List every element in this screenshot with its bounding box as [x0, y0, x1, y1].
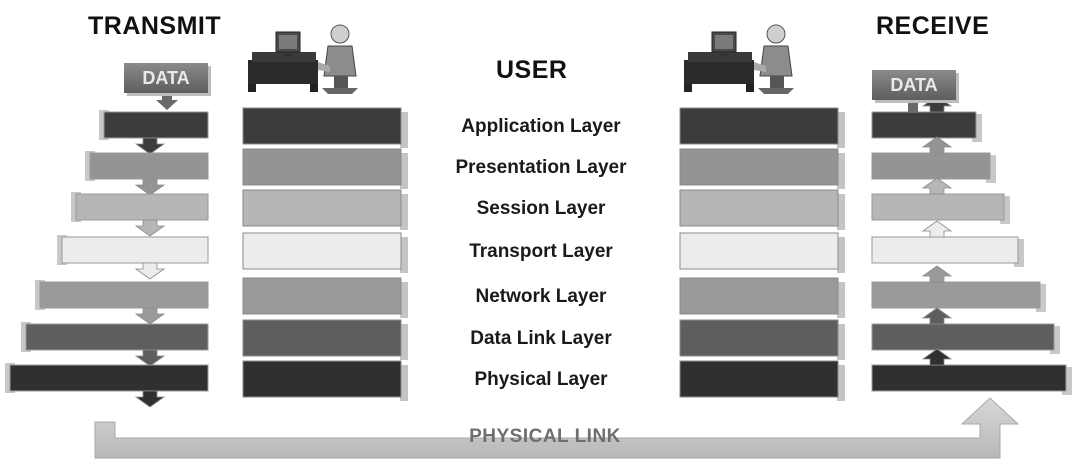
transmit-bar [99, 110, 209, 155]
layer-block-transmit [242, 232, 408, 273]
receive-bar [871, 348, 1072, 395]
up-arrow-icon [921, 307, 953, 325]
physical-link-arrow [94, 397, 1020, 459]
layer-block-transmit [242, 107, 408, 148]
receive-stack [871, 95, 1072, 395]
receive-bar [871, 265, 1046, 312]
up-arrow-icon [921, 348, 953, 366]
layer-label: Physical Layer [474, 369, 608, 390]
transmit-bar [71, 192, 209, 237]
layer-block-receive [679, 319, 845, 360]
workstation-user-icon [248, 24, 358, 94]
data-tag-transmit: DATA [124, 63, 208, 93]
down-arrow-icon [134, 349, 166, 367]
layer-label: Application Layer [461, 116, 621, 137]
layer-label: Session Layer [476, 198, 606, 219]
transmit-bar [85, 151, 209, 196]
down-arrow-icon [156, 90, 178, 110]
layer-block-transmit [242, 148, 408, 189]
layer-label: Transport Layer [469, 241, 613, 262]
layer-block-receive [679, 232, 845, 273]
layer-block-transmit [242, 189, 408, 230]
receive-bar [871, 307, 1060, 354]
transmit-bar [35, 280, 209, 325]
layer-block-receive [679, 360, 845, 401]
receive-bar [871, 136, 996, 183]
layer-block-transmit [242, 277, 408, 318]
down-arrow-icon [134, 390, 166, 408]
layer-block-receive [679, 148, 845, 189]
transmit-bar [57, 235, 209, 280]
workstation-user-icon [684, 24, 794, 94]
transmit-stack [5, 110, 209, 408]
up-arrow-icon [921, 136, 953, 154]
up-arrow-icon [921, 220, 953, 238]
layer-label: Presentation Layer [455, 157, 627, 178]
layer-block-receive [679, 277, 845, 318]
up-arrow-icon [921, 177, 953, 195]
transmit-bar [5, 363, 209, 408]
layer-block-receive [679, 189, 845, 230]
receive-bar [871, 95, 982, 142]
layer-block-transmit [242, 319, 408, 360]
up-arrow-icon [921, 95, 953, 113]
transmit-bar [21, 322, 209, 367]
physical-link-label: PHYSICAL LINK [469, 426, 621, 447]
down-arrow-icon [134, 307, 166, 325]
receive-heading: RECEIVE [876, 12, 990, 40]
layer-block-transmit [242, 360, 408, 401]
down-arrow-icon [134, 178, 166, 196]
down-arrow-icon [134, 262, 166, 280]
layer-blocks [242, 107, 845, 401]
receive-bar [871, 220, 1024, 267]
layer-label: Data Link Layer [470, 328, 612, 349]
down-arrow-icon [134, 137, 166, 155]
down-arrow-icon [134, 219, 166, 237]
layer-label: Network Layer [475, 286, 607, 307]
receive-bar [871, 177, 1010, 224]
data-tag-receive: DATA [872, 70, 956, 100]
layer-block-receive [679, 107, 845, 148]
user-heading: USER [496, 56, 568, 84]
transmit-heading: TRANSMIT [88, 12, 222, 40]
up-arrow-icon [921, 265, 953, 283]
